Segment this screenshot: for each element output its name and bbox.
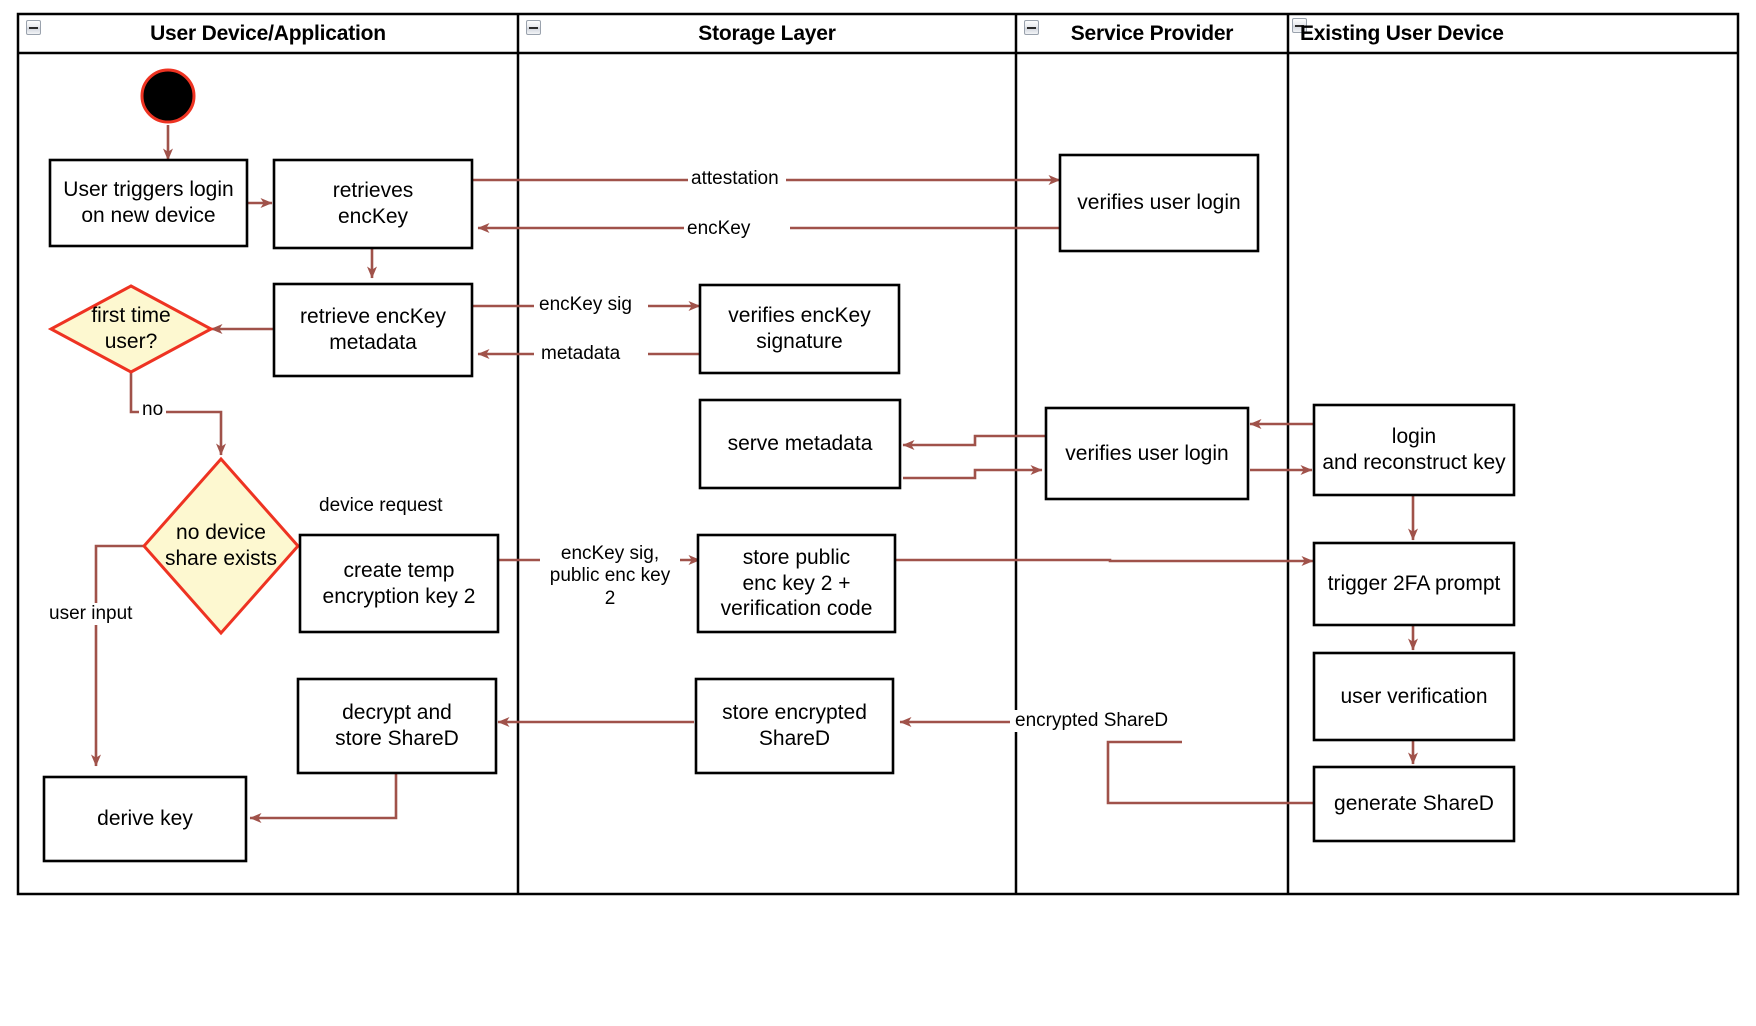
node-serve-metadata [698, 398, 902, 490]
node-generate-shared [1312, 765, 1516, 843]
collapse-icon-lane-user-device[interactable] [26, 20, 41, 35]
node-store-public [696, 533, 897, 634]
edge-label-attestation: attestation [688, 168, 782, 191]
edge-label-sig-pub: encKey sig, public enc key 2 [540, 543, 680, 611]
node-verify-login-2 [1044, 406, 1250, 501]
lane-title-existing-device: Existing User Device [1300, 22, 1504, 45]
edge-label-no: no [139, 399, 167, 422]
edge-label-enckey: encKey [684, 218, 754, 241]
node-create-temp-key [298, 533, 500, 634]
node-verifies-sig [698, 283, 901, 375]
node-verify-login-1 [1058, 153, 1260, 253]
node-login-reconstruct [1312, 403, 1516, 497]
node-retrieve-meta [272, 282, 474, 378]
edge-label-enckey-sig: encKey sig [536, 294, 635, 317]
collapse-icon-lane-service[interactable] [1024, 20, 1039, 35]
lane-title-service: Service Provider [1070, 22, 1234, 45]
edge-label-encrypted-shared: encrypted ShareD [1012, 710, 1172, 733]
edge-label-device-request: device request [316, 495, 446, 518]
node-derive-key [42, 775, 248, 863]
node-retrieves-enckey [272, 158, 474, 250]
lane-title-storage: Storage Layer [698, 22, 836, 45]
lane-title-user-device: User Device/Application [150, 22, 386, 45]
node-store-encrypted [694, 677, 895, 775]
collapse-icon-lane-existing-device[interactable] [1292, 18, 1307, 33]
edge-label-user-input: user input [46, 603, 136, 626]
node-user-triggers [48, 158, 249, 248]
node-no-device-share [141, 456, 301, 636]
node-first-time-user [47, 284, 215, 374]
nodes-layer [42, 68, 1516, 863]
collapse-icon-lane-storage[interactable] [526, 20, 541, 35]
edge-label-metadata: metadata [538, 343, 624, 366]
node-start [140, 68, 196, 124]
node-decrypt-share [296, 677, 498, 775]
node-trigger-2fa [1312, 541, 1516, 627]
node-user-verification [1312, 651, 1516, 742]
